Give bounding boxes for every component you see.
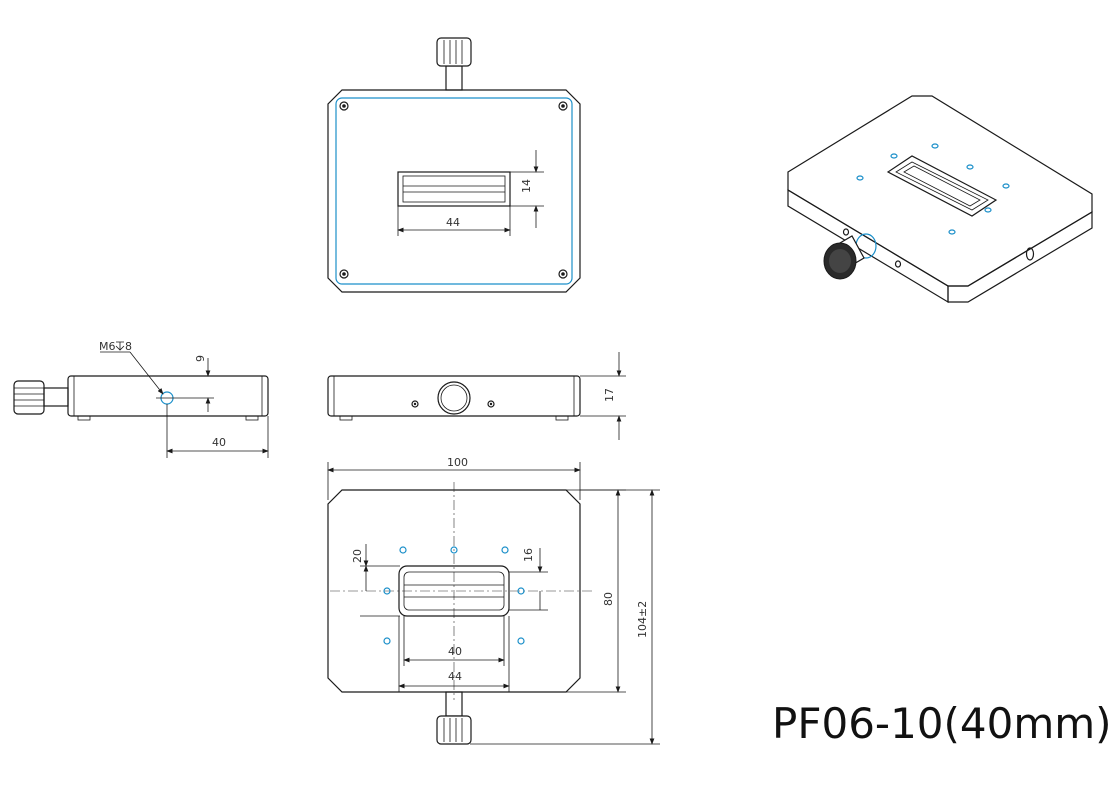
dim-side-hole-height: 9 (194, 355, 207, 362)
top-body (327, 89, 581, 293)
dim-bottom-width: 100 (447, 456, 468, 469)
iso-mount-holes (856, 143, 1010, 235)
dim-bottom-hole-spacing: 20 (351, 549, 364, 563)
side-view: M6 8 9 40 (13, 340, 269, 458)
dim-bottom-depth: 80 (602, 592, 615, 606)
dim-side-depth: 8 (125, 340, 132, 353)
iso-knob (823, 233, 877, 280)
top-view: 14 44 (327, 37, 581, 293)
bottom-view: 100 20 16 (327, 456, 660, 745)
iso-slot (886, 155, 998, 217)
side-knob (13, 380, 69, 415)
model-title: PF06-10(40mm) (772, 699, 1112, 748)
top-inner-outline (335, 97, 573, 285)
depth-symbol-icon (115, 341, 125, 351)
dim-front-height: 17 (603, 388, 616, 402)
dim-bottom-slot-outer: 44 (448, 670, 462, 683)
bottom-slot (398, 565, 510, 617)
dim-top-slot-width: 44 (446, 216, 460, 229)
top-screws (339, 101, 568, 279)
dim-bottom-slot-inner: 40 (448, 645, 462, 658)
top-knob (436, 37, 472, 91)
dim-bottom-slot-height: 16 (522, 548, 535, 562)
front-view: 17 (327, 352, 626, 440)
bottom-knob (436, 691, 472, 745)
front-knob-face (437, 381, 471, 415)
side-body (67, 375, 269, 417)
dim-overall-length: 104±2 (636, 601, 649, 638)
bottom-mount-holes (383, 546, 525, 645)
isometric-view (787, 95, 1093, 304)
front-body (327, 375, 581, 417)
dim-side-thread: M6 (99, 340, 116, 353)
dim-side-hole-offset: 40 (212, 436, 226, 449)
dim-top-slot-height: 14 (520, 179, 533, 193)
top-slot (397, 171, 511, 207)
